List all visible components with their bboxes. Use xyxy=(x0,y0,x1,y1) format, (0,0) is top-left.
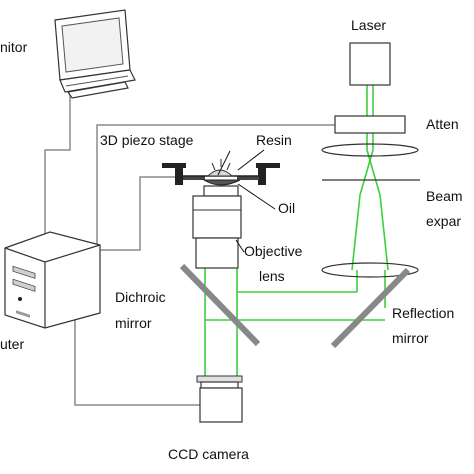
label-beam-expander-1: Beam xyxy=(426,188,463,204)
computer-tower-icon xyxy=(4,231,101,329)
cable-computer-ccd xyxy=(74,305,200,406)
leader-lines xyxy=(217,149,276,253)
label-dichroic-2: mirror xyxy=(115,315,152,331)
cable-computer-attenuator xyxy=(96,124,335,250)
label-resin: Resin xyxy=(256,132,292,148)
labels: Laser nitor Atten 3D piezo stage Resin O… xyxy=(0,17,463,462)
dichroic-mirror-icon xyxy=(179,263,261,347)
label-attenuator: Atten xyxy=(426,116,459,132)
reflection-mirror-icon xyxy=(330,267,411,349)
label-objective-1: Objective xyxy=(244,243,303,259)
label-laser: Laser xyxy=(351,17,386,33)
resin-drop-icon xyxy=(206,159,234,177)
attenuator-icon xyxy=(334,115,406,134)
beam-segment xyxy=(366,149,381,196)
label-ccd-camera: CCD camera xyxy=(168,446,249,462)
cable-monitor-computer xyxy=(44,90,71,250)
oil-drop-icon xyxy=(202,179,241,186)
label-reflection-2: mirror xyxy=(392,330,429,346)
label-oil: Oil xyxy=(278,200,295,216)
label-dichroic-1: Dichroic xyxy=(115,289,166,305)
objective-lens-icon xyxy=(192,185,242,269)
label-objective-2: lens xyxy=(259,268,285,284)
cable-computer-stage xyxy=(97,176,175,251)
ccd-camera-icon xyxy=(196,375,243,423)
beam-segment xyxy=(359,149,374,196)
monitor-icon xyxy=(54,9,136,99)
beam-segment xyxy=(351,194,361,271)
label-computer: uter xyxy=(0,336,24,352)
beam-expander-icon xyxy=(321,143,420,278)
label-monitor: nitor xyxy=(0,39,28,55)
label-piezo-stage: 3D piezo stage xyxy=(100,132,194,148)
laser-icon xyxy=(349,42,391,86)
label-reflection-1: Reflection xyxy=(392,305,454,321)
label-beam-expander-2: expar xyxy=(426,213,461,229)
beam-segment xyxy=(379,194,389,271)
cables xyxy=(44,90,335,406)
